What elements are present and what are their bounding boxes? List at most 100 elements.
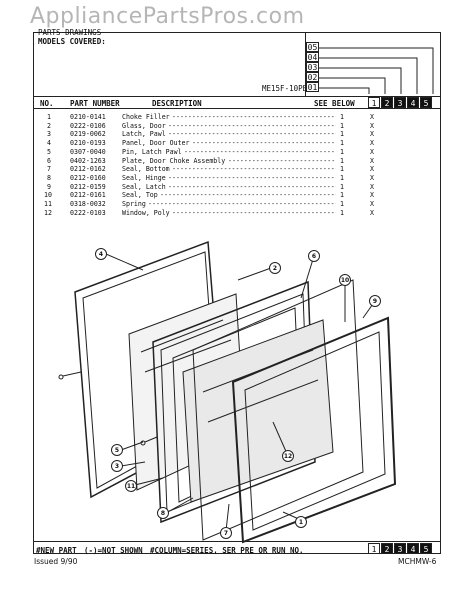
series-mark: X [370,130,374,139]
part-quantity: 1 [340,139,344,148]
leader-dashes: ----------------------------------------… [184,147,336,156]
column-series-note: #COLUMN=SERIES, SER PRE OR RUN NO. [150,546,304,555]
footer-series-box: 4 [407,543,419,554]
part-description: Seal, Top [122,191,158,200]
series-mark: X [370,182,374,191]
part-quantity: 1 [340,191,344,200]
series-mark: X [370,121,374,130]
series-mark: X [370,200,374,208]
column-description: DESCRIPTION [152,99,202,108]
part-no: 10 [44,191,52,200]
leader-dashes: ----------------------------------------… [168,182,336,191]
part-row: 3 0219-0062 Latch, Pawl 1 X -----------------… [44,130,404,139]
series-connector-lines [319,47,434,94]
series-stack-divider [305,32,306,96]
part-no: 9 [47,182,51,191]
callout-2: 2 [269,262,281,274]
part-quantity: 1 [340,130,344,139]
column-header-bottom-rule [33,108,441,109]
callout-label: 10 [341,277,349,284]
watermark: AppliancePartsPros.com [30,4,305,29]
series-stack-code: 02 [306,72,319,82]
part-quantity: 1 [340,208,344,217]
footer-series-box: 1 [368,543,380,554]
part-number: 0212-0159 [70,182,106,191]
part-description: Plate, Door Choke Assembly [122,156,226,165]
part-no: 12 [44,208,52,217]
part-quantity: 1 [340,200,344,208]
callout-5: 5 [111,444,123,456]
callout-12: 12 [282,450,294,462]
part-number: 0212-0161 [70,191,106,200]
header-series-box: 4 [407,97,419,108]
leader-dashes: ----------------------------------------… [168,121,336,130]
column-header-top-rule [33,96,441,97]
series-mark: X [370,139,374,148]
part-no: 1 [47,113,51,121]
part-number: 0307-0040 [70,147,106,156]
callout-label: 9 [373,298,377,305]
leader-dashes: ----------------------------------------… [168,130,336,139]
part-no: 8 [47,173,51,182]
leader-dashes: ----------------------------------------… [172,208,336,217]
callout-3: 3 [111,460,123,472]
callout-label: 2 [273,265,277,272]
part-quantity: 1 [340,156,344,165]
callout-9: 9 [369,295,381,307]
part-no: 3 [47,130,51,139]
series-mark: X [370,208,374,217]
part-number: 0219-0062 [70,130,106,139]
leader-dashes: ----------------------------------------… [148,200,336,208]
leader-dashes: ----------------------------------------… [160,191,336,200]
part-quantity: 1 [340,165,344,174]
part-no: 7 [47,165,51,174]
part-description: Pin, Latch Pawl [122,147,182,156]
parts-sheet-frame [33,32,441,554]
footer-series-box: 2 [381,543,393,554]
part-description: Glass, Door [122,121,166,130]
new-part-legend: #NEW PART [36,546,77,555]
part-number: 0210-0141 [70,113,106,121]
part-number: 0318-0032 [70,200,106,208]
header-series-box: 1 [368,97,380,108]
part-row: 11 0318-0032 Spring 1 X ---------------------… [44,200,404,209]
callout-8: 8 [157,507,169,519]
callout-1: 1 [295,516,307,528]
series-stack-code: 01 [306,82,319,92]
callout-10: 10 [339,274,351,286]
part-no: 11 [44,200,52,208]
part-number: 0222-0106 [70,121,106,130]
part-description: Window, Poly [122,208,170,217]
callout-label: 11 [127,483,135,490]
series-stack-code: 03 [306,62,319,72]
sheet-title: PARTS DRAWINGS [38,28,102,37]
series-mark: X [370,173,374,182]
part-number: 0212-0160 [70,173,106,182]
series-stack-code: 04 [306,52,319,62]
part-description: Spring [122,200,146,208]
series-mark: X [370,113,374,121]
part-description: Seal, Hinge [122,173,166,182]
callout-label: 7 [224,530,228,537]
column-no: NO. [40,99,54,108]
column-see-below: SEE BELOW [314,99,355,108]
callout-6: 6 [308,250,320,262]
part-number: 0210-0193 [70,139,106,148]
header-series-box: 3 [394,97,406,108]
leader-dashes: ----------------------------------------… [172,113,336,121]
series-mark: X [370,156,374,165]
series-mark: X [370,191,374,200]
models-covered-label: MODELS COVERED: [38,37,106,46]
footer-rule [33,541,441,542]
part-description: Choke Filler [122,113,170,121]
part-description: Latch, Pawl [122,130,166,139]
callout-label: 12 [284,453,292,460]
series-mark: X [370,147,374,156]
part-number: 0402-1263 [70,156,106,165]
